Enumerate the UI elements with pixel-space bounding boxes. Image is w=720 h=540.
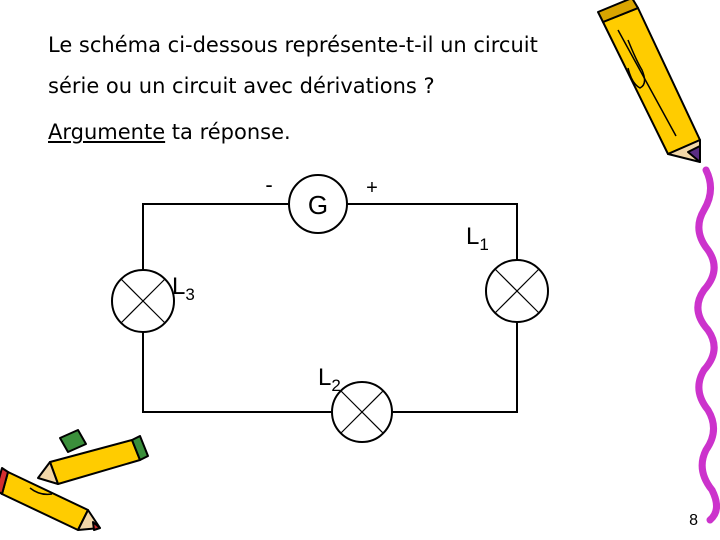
lamp-l2: L2: [318, 364, 393, 443]
lamp-l2-name: L: [318, 364, 331, 391]
lamp-l1-label: L1: [466, 223, 489, 254]
lamp-l3-name: L: [172, 273, 185, 300]
lamp-l2-label: L2: [318, 364, 341, 395]
argumente-word: Argumente: [48, 120, 166, 144]
generator-circle: [288, 174, 348, 234]
lamp-l3: L3: [111, 269, 195, 333]
generator-label: G: [308, 190, 328, 220]
pencils-bottom-left-icon: [0, 429, 149, 531]
wire-left-bottom: [142, 332, 332, 413]
question-line-3-rest: ta réponse.: [165, 120, 291, 144]
question-line-3: Argumente ta réponse.: [48, 120, 291, 144]
page-number: 8: [689, 512, 698, 529]
lamp-l2-index: 2: [331, 376, 340, 395]
wires: [142, 203, 518, 413]
pencil-right-icon: [597, 0, 701, 163]
wire-right-bottom: [392, 322, 518, 413]
generator: G - +: [265, 172, 378, 234]
question-line-1: Le schéma ci-dessous représente-t-il un …: [48, 33, 538, 57]
squiggle-right-icon: [694, 166, 720, 524]
wire-top-right: [347, 203, 518, 260]
question-line-2: série ou un circuit avec dérivations ?: [48, 74, 435, 98]
lamp-l1-name: L: [466, 223, 479, 250]
wire-top-left: [142, 203, 288, 270]
generator-minus: -: [265, 172, 272, 197]
lamp-l1: L1: [466, 223, 549, 323]
generator-plus: +: [366, 177, 378, 199]
lamp-l3-index: 3: [185, 285, 194, 304]
lamp-l1-index: 1: [479, 235, 488, 254]
lamp-l3-label: L3: [172, 273, 195, 304]
